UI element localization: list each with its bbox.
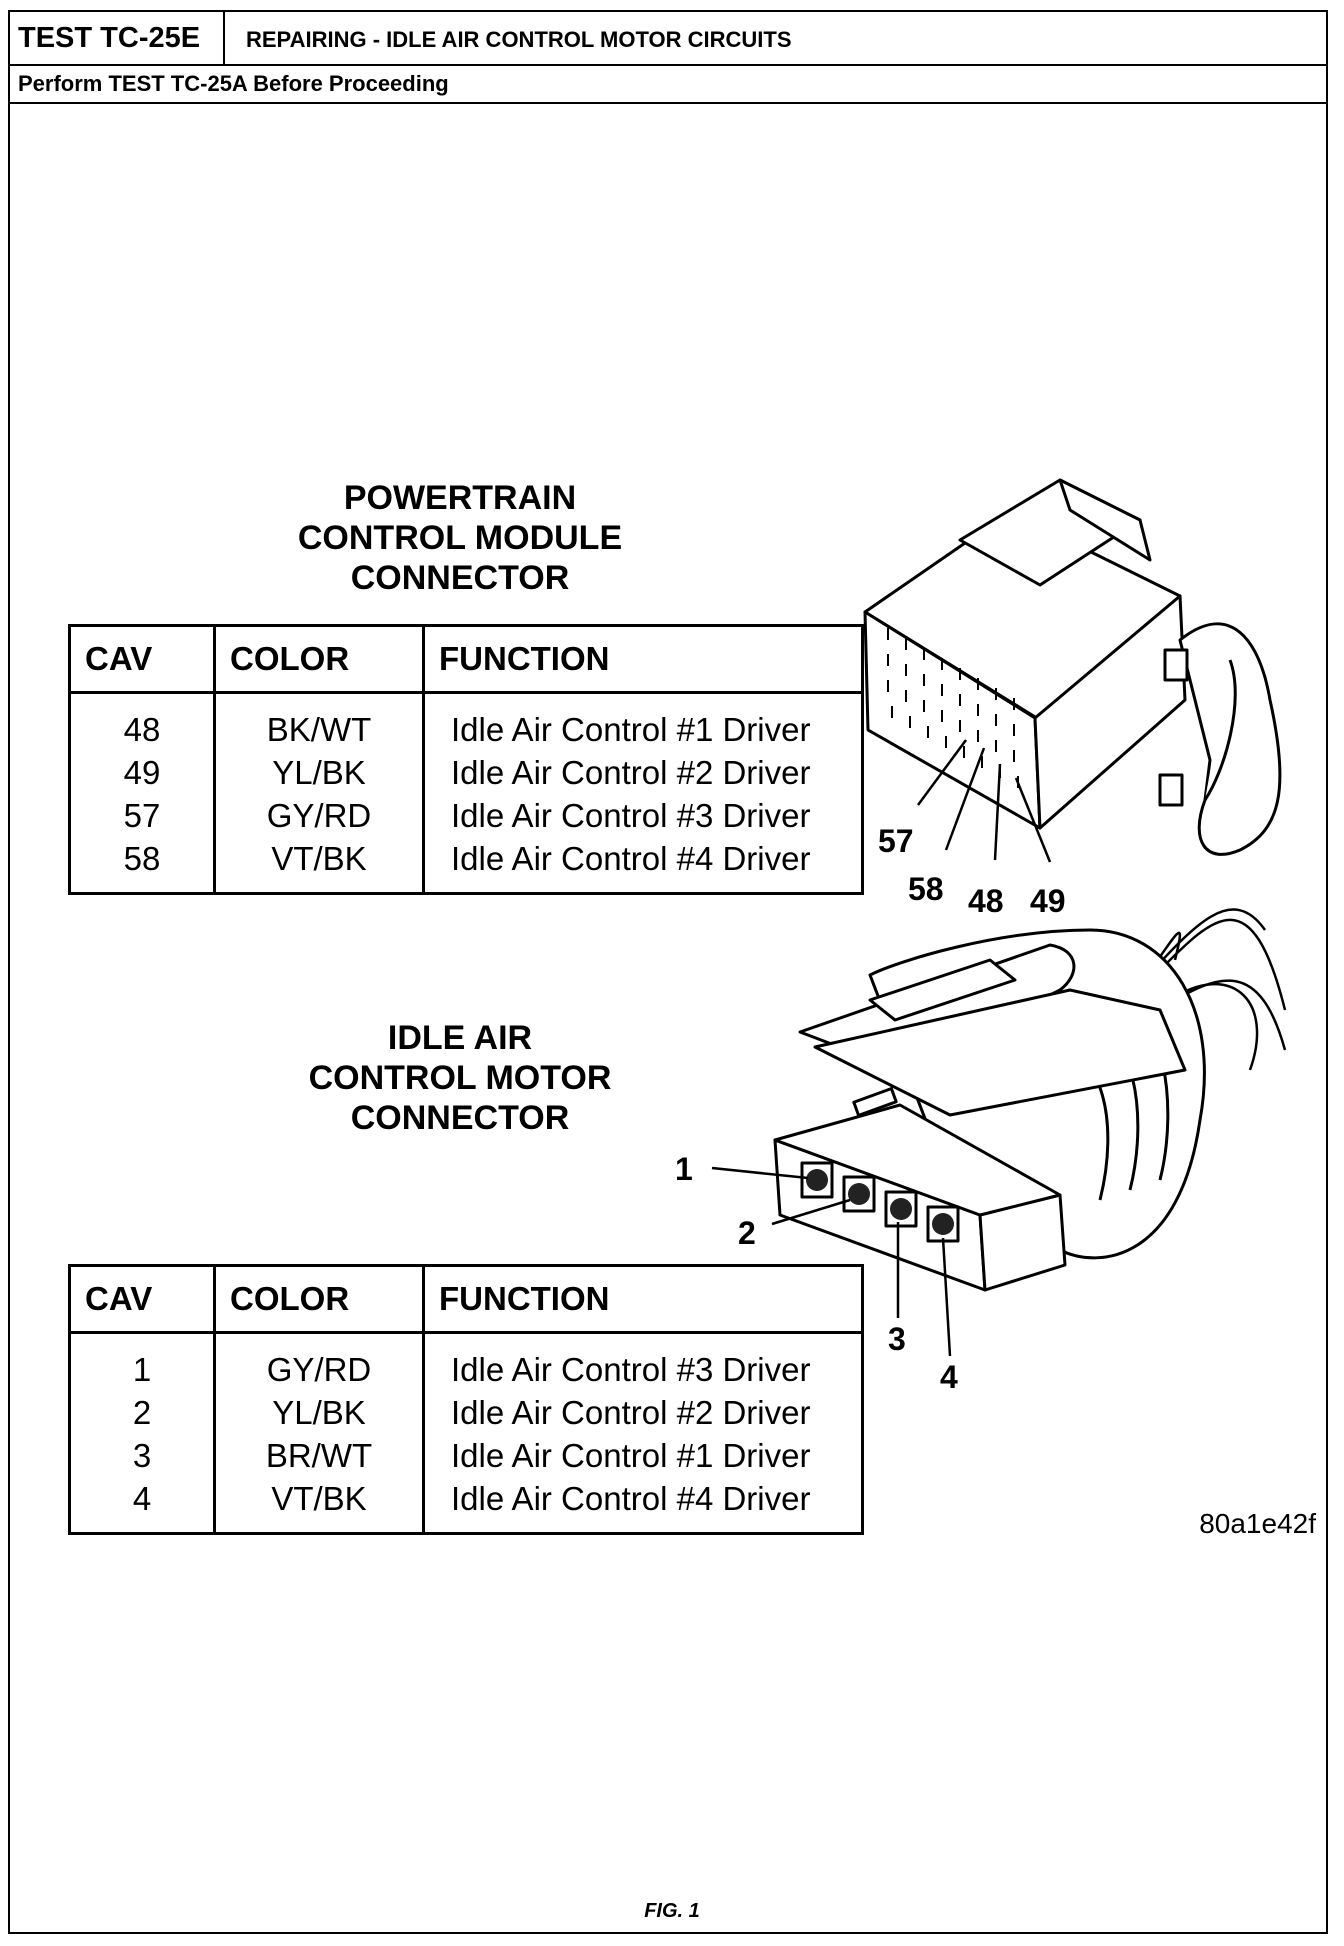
caption-line: CONNECTOR [350, 1099, 570, 1137]
color-cell: VT/BK [214, 837, 425, 894]
function-cell: Idle Air Control #4 Driver [451, 1479, 811, 1517]
pin-callout-1: 1 [675, 1151, 693, 1187]
image-id: 80a1e42f [1199, 1508, 1316, 1539]
cav-cell: 48 [69, 692, 216, 751]
table-header-row: CAV COLOR FUNCTION [69, 625, 863, 694]
cav-cell: 49 [69, 751, 216, 794]
column-header-function: FUNCTION [423, 1265, 863, 1334]
function-cell: Idle Air Control #4 Driver [451, 839, 811, 877]
cav-cell: 57 [69, 794, 216, 837]
header-bar: TEST TC-25E REPAIRING - IDLE AIR CONTROL… [10, 12, 1326, 66]
color-cell: YL/BK [214, 1391, 425, 1434]
pin-callout-4: 4 [940, 1359, 958, 1395]
page-frame: TEST TC-25E REPAIRING - IDLE AIR CONTROL… [8, 10, 1328, 1934]
table-row: 49 YL/BK Idle Air Control #2 Driver [69, 751, 863, 794]
table-row: 58 VT/BK Idle Air Control #4 Driver [69, 837, 863, 894]
pcm-connector-drawing [863, 478, 1282, 863]
pin-callout-2: 2 [738, 1215, 756, 1251]
cav-cell: 58 [69, 837, 216, 894]
column-header-cav: CAV [69, 1265, 216, 1334]
column-header-function: FUNCTION [423, 625, 863, 694]
pcm-connector-caption: POWERTRAIN CONTROL MODULE CONNECTOR [220, 478, 700, 598]
table-row: 48 BK/WT Idle Air Control #1 Driver [69, 692, 863, 751]
table-header-row: CAV COLOR FUNCTION [69, 1265, 863, 1334]
pin-callout-58: 58 [908, 871, 944, 907]
table-row: 1 GY/RD Idle Air Control #3 Driver [69, 1332, 863, 1391]
figure-label: FIG. 1 [644, 1900, 700, 1922]
color-cell: GY/RD [214, 794, 425, 837]
pin-callout-48: 48 [968, 883, 1004, 919]
iac-connector-caption: IDLE AIR CONTROL MOTOR CONNECTOR [220, 1018, 700, 1138]
color-cell: YL/BK [214, 751, 425, 794]
cav-cell: 2 [69, 1391, 216, 1434]
function-cell: Idle Air Control #2 Driver [451, 1393, 811, 1431]
function-cell: Idle Air Control #1 Driver [451, 710, 811, 748]
table-row: 3 BR/WT Idle Air Control #1 Driver [69, 1434, 863, 1477]
function-cell: Idle Air Control #3 Driver [451, 1350, 811, 1388]
iac-pin-callouts: 1 2 3 4 [675, 1151, 958, 1395]
color-cell: GY/RD [214, 1332, 425, 1391]
function-cell: Idle Air Control #3 Driver [451, 796, 811, 834]
pin-callout-57: 57 [878, 823, 914, 859]
column-header-color: COLOR [214, 1265, 425, 1334]
caption-line: CONNECTOR [350, 559, 570, 597]
function-cell: Idle Air Control #1 Driver [451, 1436, 811, 1474]
caption-line: CONTROL MODULE [297, 519, 623, 557]
pcm-pinout-table: CAV COLOR FUNCTION 48 BK/WT Idle Air Con… [68, 624, 864, 895]
color-cell: VT/BK [214, 1477, 425, 1534]
color-cell: BR/WT [214, 1434, 425, 1477]
table-row: 4 VT/BK Idle Air Control #4 Driver [69, 1477, 863, 1534]
cav-cell: 4 [69, 1477, 216, 1534]
table-row: 57 GY/RD Idle Air Control #3 Driver [69, 794, 863, 837]
prerequisite-note: Perform TEST TC-25A Before Proceeding [10, 66, 1326, 104]
iac-connector-drawing [711, 908, 1287, 1357]
test-id: TEST TC-25E [10, 12, 225, 64]
cav-cell: 1 [69, 1332, 216, 1391]
pcm-pin-callouts: 57 58 48 49 [878, 823, 1066, 919]
cav-cell: 3 [69, 1434, 216, 1477]
column-header-cav: CAV [69, 625, 216, 694]
function-cell: Idle Air Control #2 Driver [451, 753, 811, 791]
caption-line: CONTROL MOTOR [308, 1059, 612, 1097]
pin-callout-49: 49 [1030, 883, 1066, 919]
caption-line: POWERTRAIN [343, 479, 577, 517]
table-row: 2 YL/BK Idle Air Control #2 Driver [69, 1391, 863, 1434]
column-header-color: COLOR [214, 625, 425, 694]
color-cell: BK/WT [214, 692, 425, 751]
iac-pinout-table: CAV COLOR FUNCTION 1 GY/RD Idle Air Cont… [68, 1264, 864, 1535]
pin-callout-3: 3 [888, 1321, 906, 1357]
caption-line: IDLE AIR [387, 1019, 533, 1057]
page-title: REPAIRING - IDLE AIR CONTROL MOTOR CIRCU… [246, 27, 792, 52]
